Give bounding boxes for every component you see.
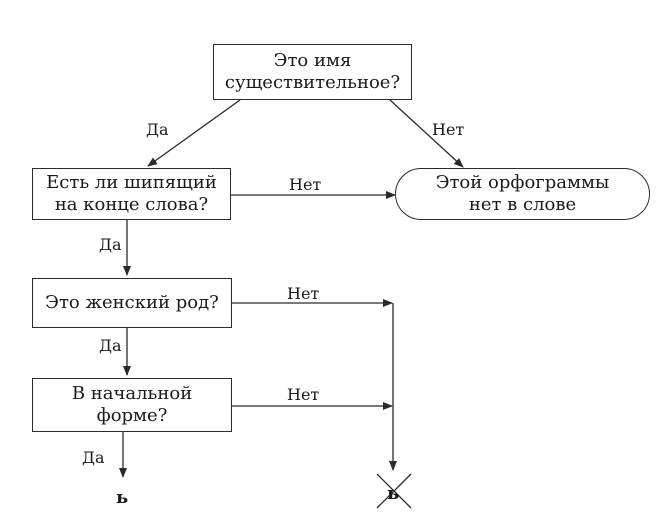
result-no-spelling-rule: Этой орфограммы нет в слове [395, 168, 650, 220]
cross-out-stroke-2 [376, 473, 412, 509]
question-initial-form-line1: В начальной [71, 383, 193, 404]
question-initial-form: В начальной форме? [32, 378, 232, 432]
label-no-sibilant: Нет [289, 175, 322, 194]
result-no-spelling-line2: нет в слове [468, 194, 577, 215]
label-no-noun: Нет [432, 120, 465, 139]
label-yes-initial: Да [82, 448, 105, 467]
label-yes-sibilant: Да [99, 235, 122, 254]
label-yes-feminine: Да [99, 336, 122, 355]
question-is-noun: Это имя существительное? [213, 44, 412, 100]
question-is-noun-line2: существительное? [224, 72, 401, 93]
outcome-soft-sign: ь [116, 487, 129, 508]
question-is-noun-line1: Это имя [273, 50, 352, 71]
label-no-feminine: Нет [287, 284, 320, 303]
arrow-noun-no [389, 99, 464, 168]
question-sibilant-line2: на конце слова? [54, 194, 209, 215]
label-yes-noun: Да [146, 120, 169, 139]
question-sibilant-line1: Есть ли шипящий [46, 172, 217, 193]
outcome-no-soft-sign-crossed: ь [387, 483, 400, 504]
question-feminine-line1: Это женский род? [45, 292, 219, 313]
arrow-noun-yes [147, 99, 241, 167]
question-feminine-gender: Это женский род? [32, 278, 232, 328]
question-sibilant-ending: Есть ли шипящий на конце слова? [32, 168, 231, 220]
question-initial-form-line2: форме? [96, 405, 168, 426]
result-no-spelling-line1: Этой орфограммы [435, 172, 610, 193]
label-no-initial: Нет [287, 385, 320, 404]
